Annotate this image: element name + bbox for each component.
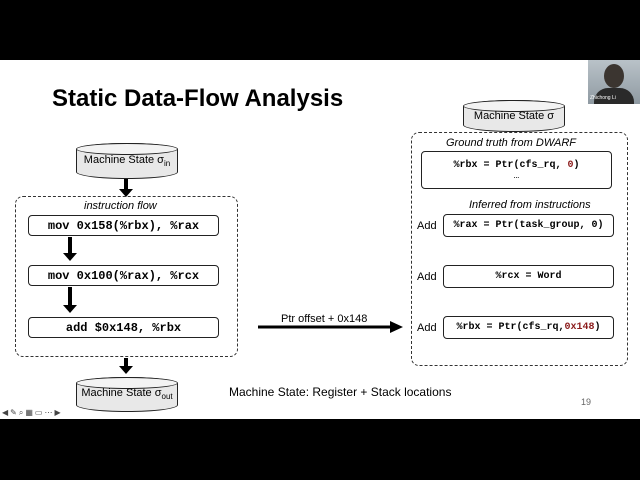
instruction-3: add $0x148, %rbx — [28, 317, 219, 338]
ground-truth-line: %rbx = Ptr(cfs_rq, 0) — [453, 159, 580, 171]
machine-state-in: Machine State σin — [76, 143, 178, 179]
instruction-flow-label: instruction flow — [84, 200, 157, 212]
instruction-flow-box — [15, 196, 238, 357]
pen-icon[interactable]: ✎ — [10, 408, 19, 417]
prev-icon[interactable]: ◀ — [2, 408, 11, 417]
inferred-row: %rbx = Ptr(cfs_rq, 0x148) — [443, 316, 614, 339]
add-label: Add — [417, 322, 437, 334]
speaker-name: Zhichong Li — [590, 95, 616, 101]
inferred-row: %rcx = Word — [443, 265, 614, 288]
webcam-thumbnail: Zhichong Li — [588, 60, 640, 104]
zoom-icon[interactable]: ⌕ — [18, 408, 26, 417]
machine-state-out: Machine State σout — [76, 377, 178, 412]
more-icon[interactable]: ⋯ — [44, 408, 55, 417]
page-number: 19 — [581, 397, 592, 407]
ground-truth-label: Ground truth from DWARF — [446, 137, 576, 149]
footer-caption: Machine State: Register + Stack location… — [229, 385, 452, 399]
presentation-toolbar: ◀✎⌕▦▭⋯▶ — [2, 408, 63, 418]
offset-arrow-label: Ptr offset + 0x148 — [281, 313, 368, 325]
instruction-2: mov 0x100(%rax), %rcx — [28, 265, 219, 286]
arrow-2-3 — [63, 287, 77, 313]
instruction-1: mov 0x158(%rbx), %rax — [28, 215, 219, 236]
slide: Static Data-Flow Analysis Machine State … — [0, 60, 640, 419]
inferred-row: %rax = Ptr(task_group, 0) — [443, 214, 614, 237]
arrow-out — [119, 358, 133, 374]
speaker-shoulders — [594, 88, 634, 104]
machine-state-box — [411, 132, 628, 366]
add-label: Add — [417, 220, 437, 232]
ground-truth-box: %rbx = Ptr(cfs_rq, 0) … — [421, 151, 612, 189]
slide-title: Static Data-Flow Analysis — [52, 85, 344, 112]
next-icon[interactable]: ▶ — [54, 408, 63, 417]
inferred-label: Inferred from instructions — [469, 199, 591, 211]
chat-icon[interactable]: ▭ — [34, 408, 45, 417]
machine-state-sigma: Machine State σ — [463, 100, 565, 132]
grid-icon[interactable]: ▦ — [25, 408, 35, 417]
offset-arrow — [258, 321, 403, 333]
arrow-1-2 — [63, 237, 77, 261]
arrow-in — [119, 179, 133, 197]
speaker-silhouette — [604, 64, 624, 88]
add-label: Add — [417, 271, 437, 283]
ground-truth-ellipsis: … — [513, 170, 520, 181]
